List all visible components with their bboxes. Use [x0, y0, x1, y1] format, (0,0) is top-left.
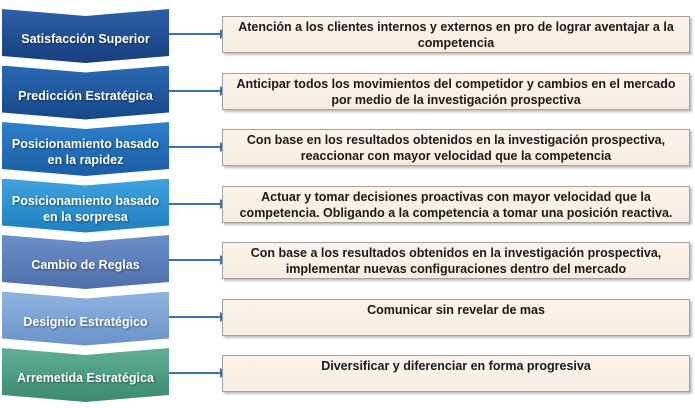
step-chevron-5: Cambio de Reglas: [2, 235, 169, 289]
step-label-1: Satisfacción Superior: [21, 32, 150, 46]
step-chevron-7: Arremetida Estratégica: [2, 348, 169, 402]
step-chevron-6: Designio Estratégico: [2, 291, 169, 346]
step-description-3: Con base en los resultados obtenidos en …: [246, 133, 666, 163]
step-row-6: Designio Estratégico Comunicar sin revel…: [0, 291, 695, 346]
step-row-5: Cambio de Reglas Con base a los resultad…: [0, 235, 695, 289]
step-label-7: Arremetida Estratégica: [17, 371, 154, 385]
step-row-1: Satisfacción Superior Atención a los cli…: [0, 9, 695, 63]
step-arrow-7: [169, 368, 228, 378]
step-label-5: Cambio de Reglas: [31, 258, 140, 272]
step-row-7: Arremetida Estratégica Diversificar y di…: [0, 348, 695, 402]
step-description-7: Diversificar y diferenciar en forma prog…: [321, 359, 591, 373]
step-description-1: Atención a los clientes internos y exter…: [238, 20, 674, 50]
step-description-box-7: Diversificar y diferenciar en forma prog…: [222, 355, 690, 392]
step-description-5: Con base a los resultados obtenidos en l…: [250, 246, 662, 276]
step-chevron-3: Posicionamiento basado en la rapidez: [2, 122, 169, 176]
step-label-4: Posicionamiento basado en la sorpresa: [11, 193, 160, 224]
step-description-box-3: Con base en los resultados obtenidos en …: [222, 129, 690, 166]
step-label-3: Posicionamiento basado en la rapidez: [11, 137, 160, 167]
step-arrow-3: [169, 142, 228, 152]
step-arrow-1: [169, 29, 228, 39]
step-row-2: Predicción Estratégica Anticipar todos l…: [0, 65, 695, 120]
step-description-box-4: Actuar y tomar decisiones proactivas con…: [222, 185, 690, 223]
step-arrow-6: [169, 311, 228, 322]
step-description-box-1: Atención a los clientes internos y exter…: [222, 16, 690, 53]
step-arrow-2: [169, 85, 228, 96]
step-row-3: Posicionamiento basado en la rapidez Con…: [0, 122, 695, 176]
step-description-box-2: Anticipar todos los movimientos del comp…: [222, 72, 690, 110]
step-row-4: Posicionamiento basado en la sorpresa Ac…: [0, 178, 695, 233]
step-label-2: Predicción Estratégica: [18, 88, 153, 103]
step-description-6: Comunicar sin revelar de mas: [367, 302, 545, 317]
step-description-box-6: Comunicar sin revelar de mas: [222, 298, 690, 336]
step-description-box-5: Con base a los resultados obtenidos en l…: [222, 242, 690, 279]
step-chevron-2: Predicción Estratégica: [2, 65, 169, 120]
step-description-2: Anticipar todos los movimientos del comp…: [236, 76, 676, 107]
step-arrow-5: [169, 255, 228, 265]
step-arrow-4: [169, 198, 228, 209]
step-chevron-1: Satisfacción Superior: [2, 9, 169, 63]
step-label-6: Designio Estratégico: [23, 314, 148, 329]
step-description-4: Actuar y tomar decisiones proactivas con…: [239, 189, 673, 220]
step-chevron-4: Posicionamiento basado en la sorpresa: [2, 178, 169, 233]
